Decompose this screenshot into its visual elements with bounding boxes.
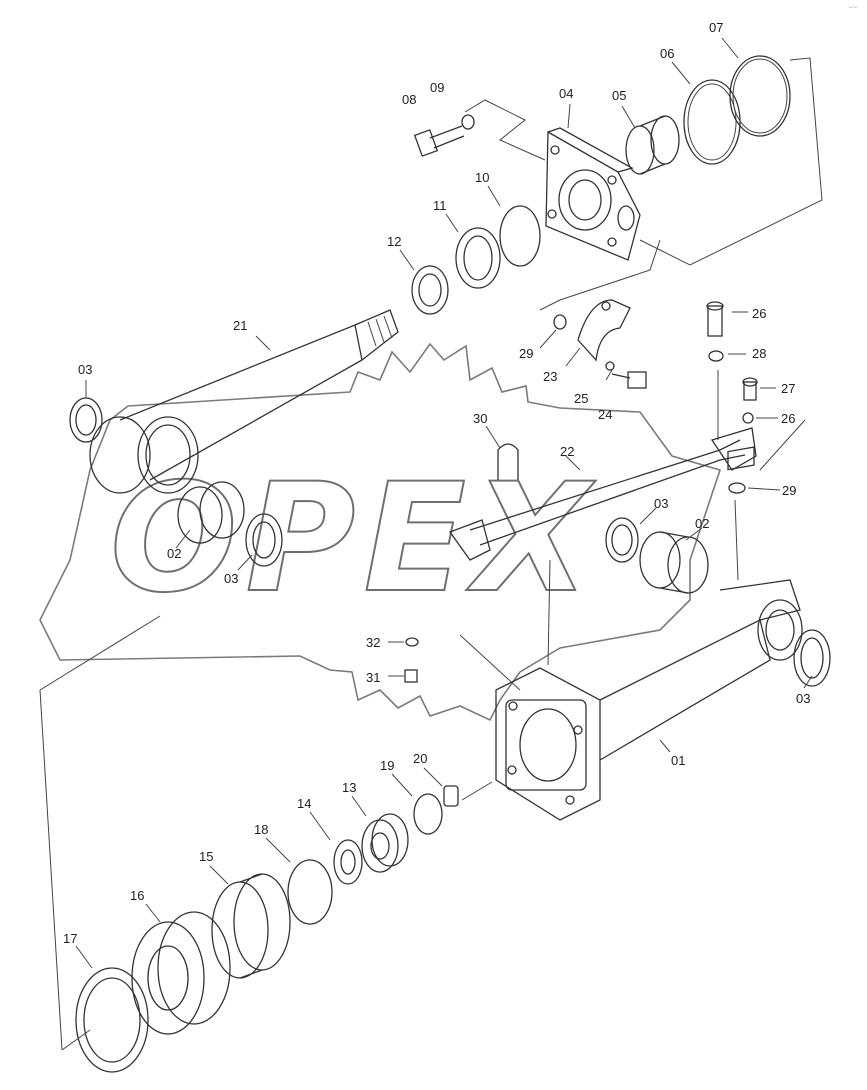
part-23-clamp bbox=[577, 299, 631, 362]
label-21: 21 bbox=[233, 318, 247, 333]
label-25: 25 bbox=[574, 391, 588, 406]
part-32-washer bbox=[405, 637, 419, 647]
label-06: 06 bbox=[660, 46, 674, 61]
assembly-line-left-vertical bbox=[39, 689, 63, 1051]
assembly-lines bbox=[39, 57, 823, 1051]
part-06-ring bbox=[683, 79, 741, 165]
part-09-washer bbox=[461, 114, 475, 130]
assembly-line-mid bbox=[539, 239, 661, 311]
label-01: 01 bbox=[671, 753, 685, 768]
label-08: 08 bbox=[402, 92, 416, 107]
part-05-bushing bbox=[625, 115, 680, 175]
part-31-nipple bbox=[404, 669, 418, 683]
part-27-bolt bbox=[742, 377, 758, 401]
part-25-washer bbox=[605, 361, 615, 371]
label-26-upper: 26 bbox=[752, 306, 766, 321]
label-30: 30 bbox=[473, 411, 487, 426]
label-26-lower: 26 bbox=[781, 411, 795, 426]
assembly-line-barrel bbox=[459, 634, 521, 691]
part-02-sleeve-left bbox=[177, 481, 245, 544]
label-03-left: 03 bbox=[224, 571, 238, 586]
part-03-bushing-right-lower bbox=[793, 629, 831, 687]
label-10: 10 bbox=[475, 170, 489, 185]
part-01-cylinder-barrel bbox=[495, 446, 803, 821]
label-09: 09 bbox=[430, 80, 444, 95]
part-28-washer bbox=[708, 350, 724, 362]
part-14-washer bbox=[333, 839, 363, 885]
label-13: 13 bbox=[342, 780, 356, 795]
label-29-upper: 29 bbox=[519, 346, 533, 361]
part-29-o-ring-right bbox=[728, 482, 746, 494]
part-18-o-ring bbox=[287, 859, 333, 925]
part-03-bushing-right-upper bbox=[605, 517, 639, 563]
part-22-pipe bbox=[448, 427, 757, 561]
part-24-bolt bbox=[611, 371, 647, 389]
label-02-right: 02 bbox=[695, 516, 709, 531]
label-02-left: 02 bbox=[167, 546, 181, 561]
part-labels: 01 02 02 03 03 03 03 04 05 06 07 08 09 1… bbox=[63, 20, 810, 946]
label-29-right: 29 bbox=[782, 483, 796, 498]
watermark: OPEX bbox=[39, 342, 722, 722]
assembly-line-20 bbox=[461, 781, 493, 801]
label-15: 15 bbox=[199, 849, 213, 864]
part-10-o-ring bbox=[499, 205, 541, 267]
label-04: 04 bbox=[559, 86, 573, 101]
part-26-washer-lower bbox=[742, 412, 754, 424]
part-17-seal bbox=[75, 967, 149, 1073]
assembly-line-29 bbox=[734, 499, 739, 581]
label-03-top-left: 03 bbox=[78, 362, 92, 377]
part-30-u-bolt bbox=[497, 443, 519, 480]
assembly-line-right bbox=[759, 419, 806, 471]
label-24: 24 bbox=[598, 407, 612, 422]
part-29-o-ring-upper bbox=[553, 314, 567, 330]
label-17: 17 bbox=[63, 931, 77, 946]
part-04-head-flange bbox=[545, 127, 641, 261]
label-32: 32 bbox=[366, 635, 380, 650]
label-28: 28 bbox=[752, 346, 766, 361]
part-11-seal bbox=[455, 227, 501, 289]
assembly-line-left bbox=[39, 615, 161, 691]
label-05: 05 bbox=[612, 88, 626, 103]
watermark-gear-outline bbox=[39, 342, 722, 722]
label-18: 18 bbox=[254, 822, 268, 837]
label-20: 20 bbox=[413, 751, 427, 766]
part-16-piston bbox=[131, 911, 231, 1035]
corner-mark: ~~ bbox=[848, 3, 858, 12]
label-19: 19 bbox=[380, 758, 394, 773]
label-16: 16 bbox=[130, 888, 144, 903]
label-12: 12 bbox=[387, 234, 401, 249]
label-11: 11 bbox=[433, 198, 447, 213]
part-19-ring bbox=[413, 793, 443, 835]
part-15-ring bbox=[211, 873, 291, 979]
assembly-line-right-top bbox=[639, 57, 823, 266]
part-03-bushing-left-lower bbox=[245, 513, 283, 567]
label-31: 31 bbox=[366, 670, 380, 685]
part-21-piston-rod bbox=[89, 309, 399, 494]
part-26-bolt-upper bbox=[706, 301, 724, 337]
part-13-nut bbox=[361, 813, 409, 873]
assembly-line-top bbox=[464, 99, 546, 161]
assembly-line-rod bbox=[547, 559, 551, 666]
part-20-plug bbox=[443, 785, 459, 807]
part-02-sleeve-right bbox=[639, 531, 709, 594]
label-22: 22 bbox=[560, 444, 574, 459]
part-12-wiper bbox=[411, 265, 449, 315]
label-03-right-upper: 03 bbox=[654, 496, 668, 511]
label-23: 23 bbox=[543, 369, 557, 384]
label-14: 14 bbox=[297, 796, 311, 811]
label-07: 07 bbox=[709, 20, 723, 35]
part-03-bushing-left bbox=[69, 397, 103, 443]
part-08-bolt bbox=[413, 125, 465, 157]
label-03-right-lower: 03 bbox=[796, 691, 810, 706]
label-leaders bbox=[75, 37, 813, 969]
part-07-ring bbox=[729, 55, 791, 137]
label-27: 27 bbox=[781, 381, 795, 396]
